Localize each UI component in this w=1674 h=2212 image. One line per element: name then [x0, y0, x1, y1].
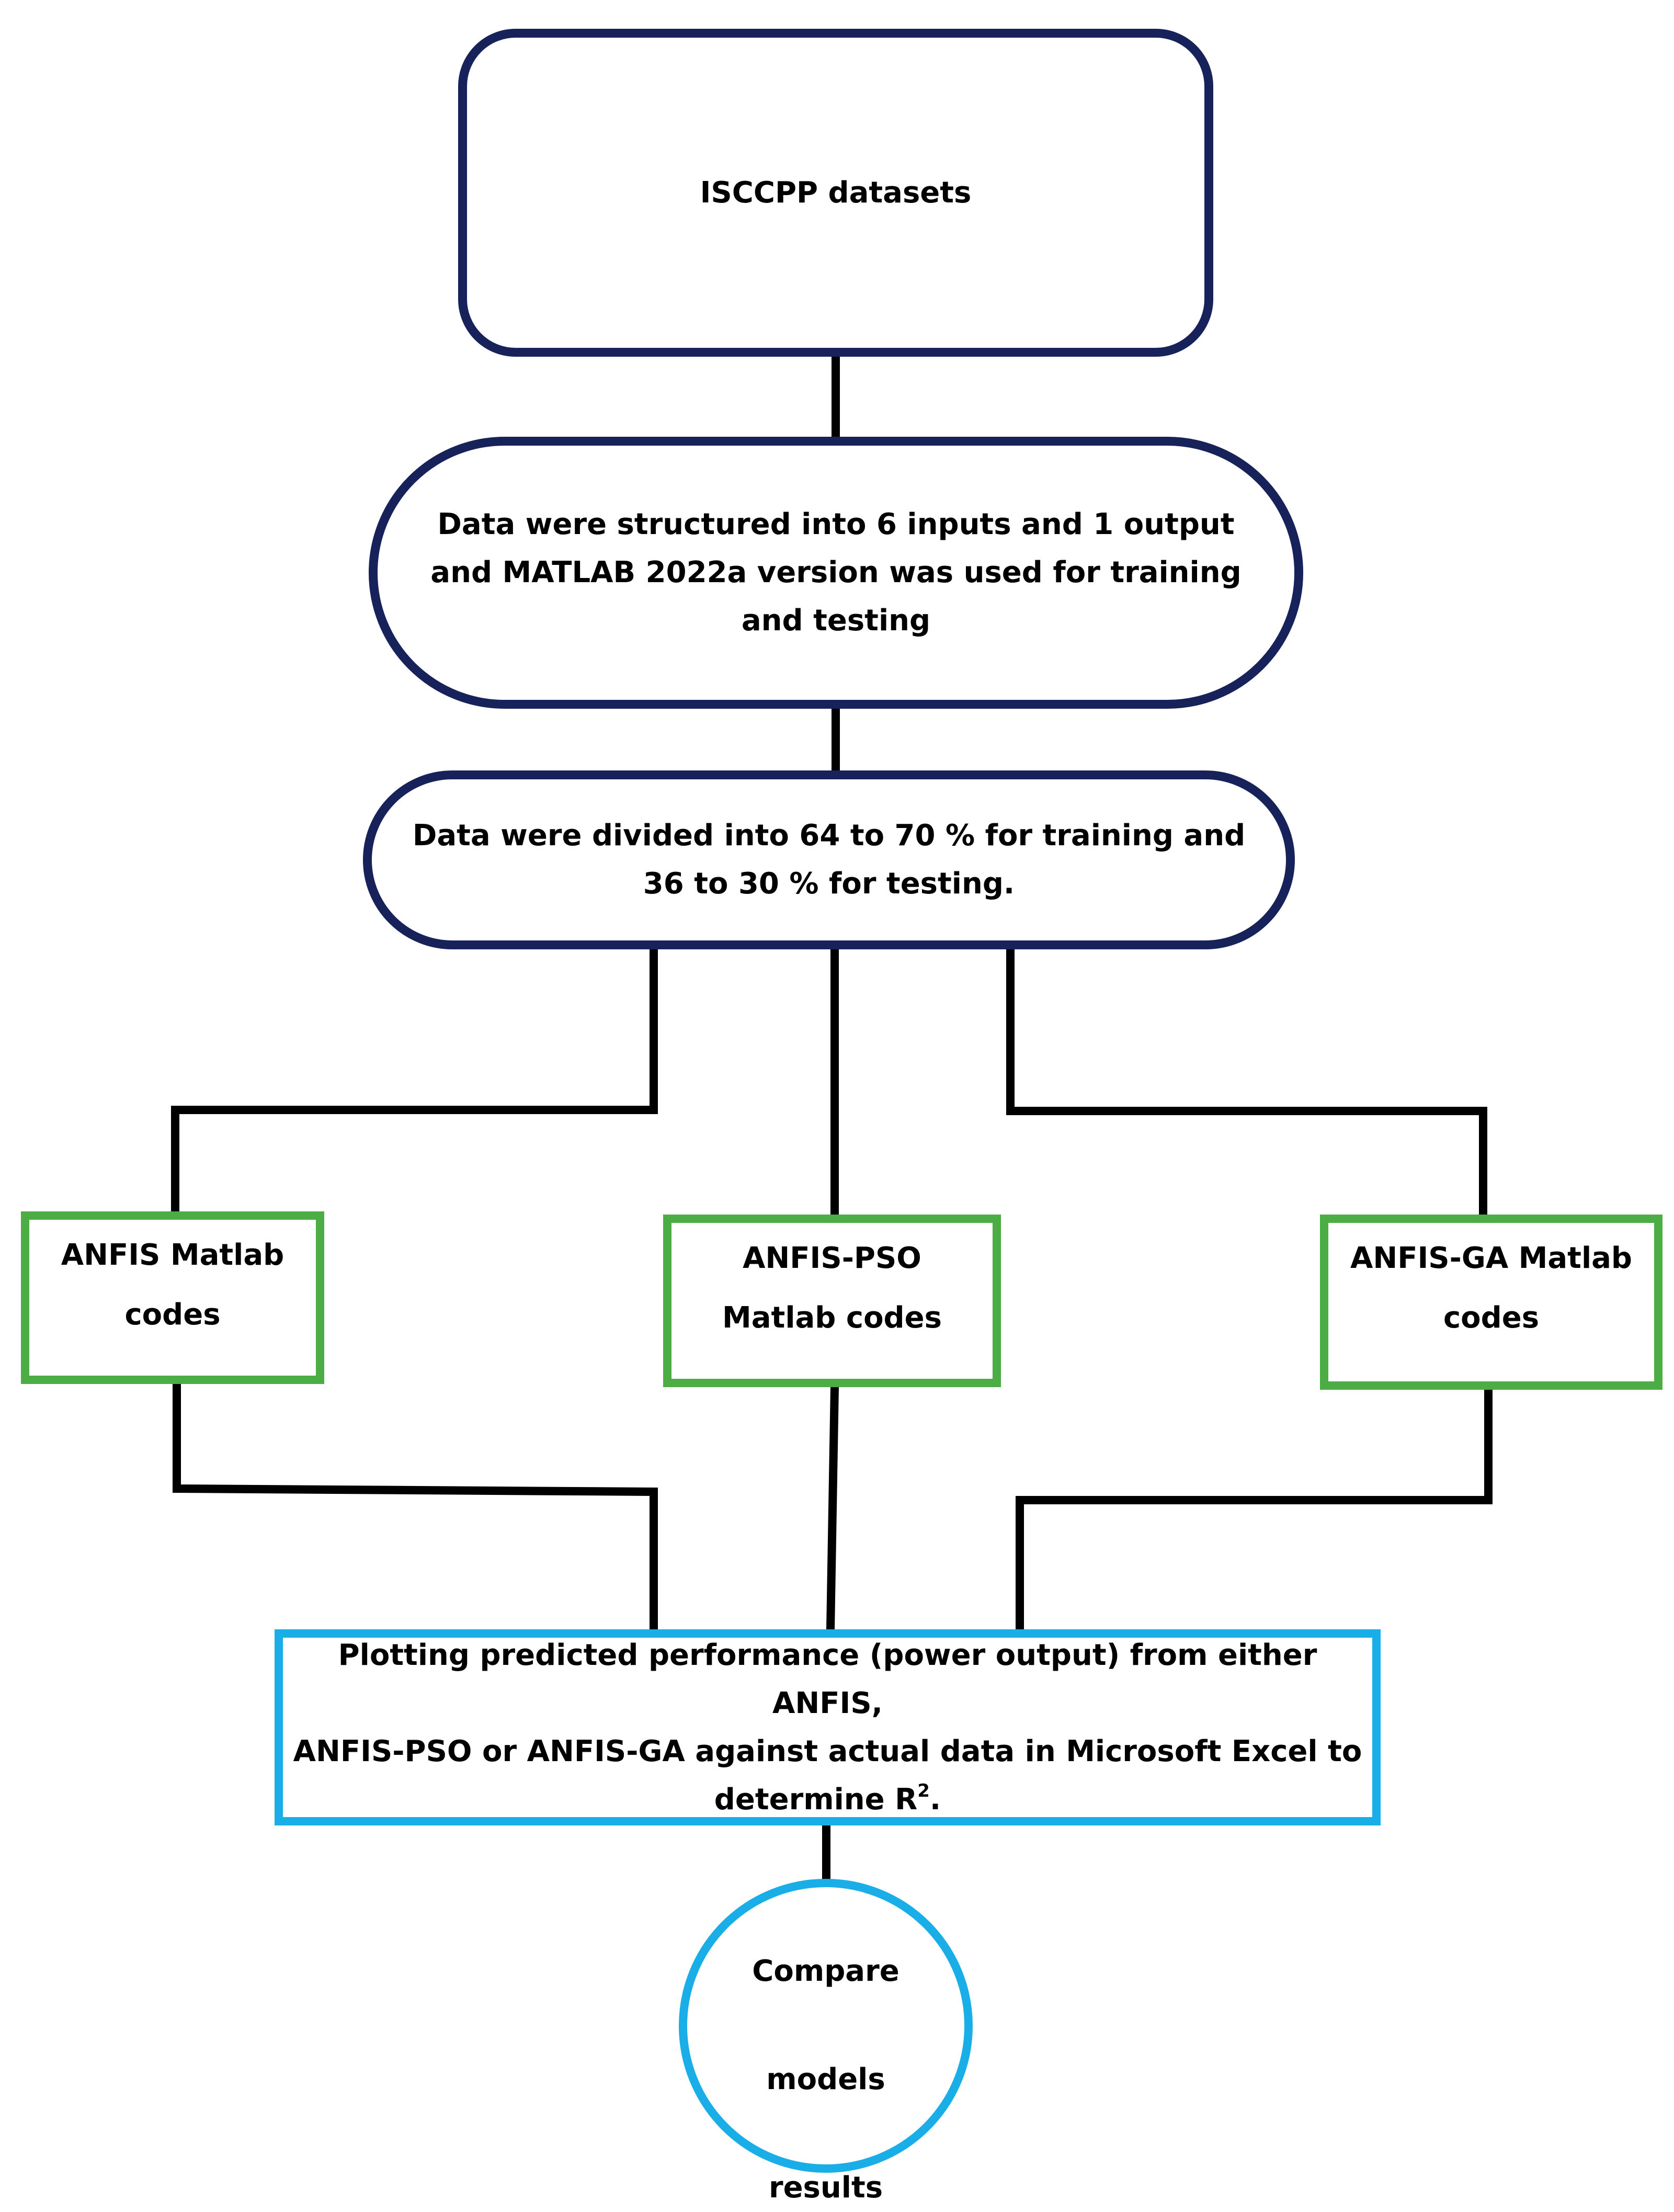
- node-data-structuring: Data were structured into 6 inputs and 1…: [369, 437, 1303, 709]
- node-plotting-line-3-suffix: .: [929, 1782, 941, 1817]
- node-data-structuring-line-1: Data were structured into 6 inputs and 1…: [437, 507, 1235, 541]
- node-data-division-line-2: 36 to 30 % for testing.: [643, 867, 1015, 901]
- node-anfis-line-2: codes: [124, 1298, 221, 1332]
- node-data-division-line-1: Data were divided into 64 to 70 % for tr…: [412, 819, 1246, 853]
- node-plotting-line-3-prefix: determine R: [714, 1782, 918, 1817]
- node-compare-line-3: results: [768, 2171, 883, 2205]
- connector-anfis-to-plot: [173, 1380, 658, 1634]
- node-anfis-matlab-codes: ANFIS Matlab codes: [21, 1211, 324, 1384]
- node-anfis-line-1: ANFIS Matlab: [61, 1238, 284, 1272]
- node-anfis-ga-matlab-codes: ANFIS-GA Matlab codes: [1320, 1215, 1662, 1390]
- node-anfis-ga-line-2: codes: [1443, 1301, 1540, 1335]
- node-anfis-pso-line-2: Matlab codes: [722, 1301, 942, 1335]
- node-isccpp-datasets-label: ISCCPP datasets: [700, 175, 972, 210]
- node-plotting-line-2: ANFIS-PSO or ANFIS-GA against actual dat…: [293, 1734, 1362, 1768]
- node-plotting-line-3: determine R2.: [283, 1776, 1372, 1824]
- node-plotting-line-1: Plotting predicted performance (power ou…: [338, 1638, 1317, 1720]
- node-compare-line-1: Compare: [752, 1954, 899, 1988]
- connector-ga-to-plot: [1016, 1386, 1493, 1634]
- node-anfis-pso-matlab-codes: ANFIS-PSO Matlab codes: [663, 1215, 1001, 1387]
- node-data-structuring-line-3: and testing: [741, 604, 931, 638]
- node-data-division: Data were divided into 64 to 70 % for tr…: [363, 770, 1295, 949]
- node-isccpp-datasets: ISCCPP datasets: [458, 29, 1213, 357]
- connector-divide-to-anfis: [171, 945, 658, 1216]
- node-data-structuring-line-2: and MATLAB 2022a version was used for tr…: [430, 555, 1242, 589]
- node-plotting-performance: Plotting predicted performance (power ou…: [275, 1629, 1381, 1825]
- node-plotting-superscript: 2: [917, 1780, 930, 1801]
- node-compare-models-results: Compare models results: [679, 1879, 973, 2205]
- node-compare-line-2: models: [766, 2062, 885, 2096]
- node-anfis-ga-line-1: ANFIS-GA Matlab: [1350, 1241, 1633, 1275]
- node-anfis-pso-line-1: ANFIS-PSO: [743, 1241, 921, 1275]
- connector-divide-to-ga: [1006, 945, 1487, 1219]
- connector-pso-to-plot: [826, 1382, 839, 1634]
